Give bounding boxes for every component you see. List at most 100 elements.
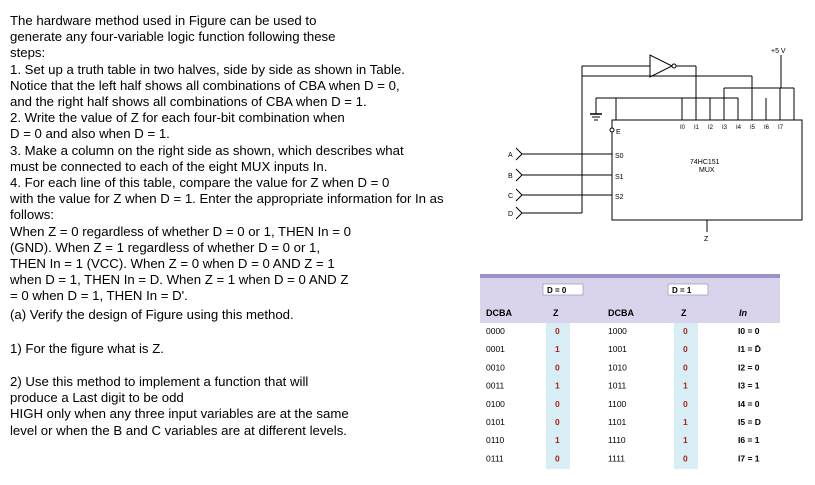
table-cell-z1: 0 bbox=[683, 399, 688, 409]
table-cell-dcba1: 1001 bbox=[608, 344, 627, 354]
output-label: Z bbox=[704, 236, 709, 243]
intro-line: and the right half shows all combination… bbox=[10, 94, 367, 110]
table-cell-dcba0: 0101 bbox=[486, 417, 505, 427]
d1-header-box bbox=[667, 283, 709, 296]
table-cell-dcba1: 1101 bbox=[608, 417, 627, 427]
input-label: I7 bbox=[778, 125, 784, 131]
table-cell-z0: 1 bbox=[555, 344, 560, 354]
intro-line: when D = 1, THEN In = D. When Z = 1 when… bbox=[10, 272, 349, 288]
question-2-line: produce a Last digit to be odd bbox=[10, 390, 184, 406]
intro-line: 2. Write the value of Z for each four-bi… bbox=[10, 110, 345, 126]
z-column-d1 bbox=[674, 323, 698, 469]
intro-line: Notice that the left half shows all comb… bbox=[10, 77, 400, 93]
table-cell-in: I1 = D̄ bbox=[738, 344, 761, 354]
enable-bubble bbox=[609, 127, 615, 133]
table-cell-dcba1: 1111 bbox=[608, 453, 625, 463]
table-cell-z1: 1 bbox=[683, 417, 688, 427]
chip-type: MUX bbox=[699, 167, 715, 174]
intro-line: 4. For each line of this table, compare … bbox=[10, 175, 390, 191]
intro-line: The hardware method used in Figure can b… bbox=[10, 13, 317, 28]
table-row: 0010 0 1010 0 I2 = 0 bbox=[486, 362, 760, 372]
supply-label: +5 V bbox=[771, 48, 786, 55]
intro-line: D = 0 and also when D = 1. bbox=[10, 126, 170, 142]
table-cell-z1: 0 bbox=[683, 453, 688, 463]
mux-circuit-diagram: +5 V E I0 I1 I2 I3 I4 I5 I6 I7 74HC151 M… bbox=[508, 48, 803, 243]
intro-line: follows: bbox=[10, 207, 54, 223]
input-label: I4 bbox=[736, 125, 742, 131]
input-label: I6 bbox=[764, 125, 770, 131]
chip-name: 74HC151 bbox=[690, 159, 720, 166]
question-1: 1) For the figure what is Z. bbox=[10, 341, 164, 357]
intro-line: = 0 when D = 1, THEN In = D'. bbox=[10, 288, 188, 304]
table-cell-dcba0: 0000 bbox=[486, 326, 505, 336]
column-header: DCBA bbox=[486, 308, 512, 318]
input-label: I5 bbox=[750, 125, 756, 131]
column-header: Z bbox=[681, 308, 687, 318]
intro-line: THEN In = 1 (VCC). When Z = 0 when D = 0… bbox=[10, 256, 335, 272]
table-cell-z1: 1 bbox=[683, 435, 688, 445]
intro-line: When Z = 0 regardless of whether D = 0 o… bbox=[10, 223, 351, 239]
inverter-bubble bbox=[671, 63, 677, 69]
d0-header: D = 0 bbox=[547, 286, 567, 295]
table-cell-z0: 0 bbox=[555, 453, 560, 463]
table-cell-dcba1: 1011 bbox=[608, 381, 627, 391]
table-cell-dcba1: 1010 bbox=[608, 362, 627, 372]
select-label: S1 bbox=[615, 174, 624, 181]
problem-text: The hardware method used in Figure can b… bbox=[10, 13, 480, 323]
table-cell-z0: 0 bbox=[555, 326, 560, 336]
select-label: S0 bbox=[615, 153, 624, 160]
select-label: S2 bbox=[615, 194, 624, 201]
table-header-area bbox=[480, 278, 780, 323]
enable-label: E bbox=[616, 129, 621, 136]
table-row: 0001 1 1001 0 I1 = D̄ bbox=[486, 344, 761, 354]
table-cell-z1: 0 bbox=[683, 362, 688, 372]
variable-label-d: D bbox=[508, 211, 513, 218]
table-cell-in: I3 = 1 bbox=[738, 381, 760, 391]
question-2-line: 2) Use this method to implement a functi… bbox=[10, 374, 309, 389]
table-cell-in: I6 = 1 bbox=[738, 435, 760, 445]
variable-label-a: A bbox=[508, 152, 513, 159]
table-cell-in: I7 = 1 bbox=[738, 453, 760, 463]
column-header: Z bbox=[553, 308, 559, 318]
table-cell-in: I0 = 0 bbox=[738, 326, 760, 336]
table-cell-dcba0: 0001 bbox=[486, 344, 505, 354]
variable-inputs: A B C D bbox=[508, 147, 612, 220]
input-label: I0 bbox=[680, 125, 686, 131]
table-cell-dcba0: 0010 bbox=[486, 362, 505, 372]
column-header: DCBA bbox=[608, 308, 634, 318]
variable-label-c: C bbox=[508, 193, 513, 200]
table-cell-dcba0: 0100 bbox=[486, 399, 505, 409]
intro-line: with the value for Z when D = 1. Enter t… bbox=[10, 191, 444, 207]
column-headers: DCBA Z DCBA Z In bbox=[486, 308, 748, 318]
question-1-text: 1) For the figure what is Z. bbox=[10, 341, 164, 356]
table-cell-z1: 0 bbox=[683, 344, 688, 354]
column-header: In bbox=[739, 308, 748, 318]
table-cell-z0: 0 bbox=[555, 362, 560, 372]
mux-chip-body bbox=[611, 119, 803, 221]
intro-line: 1. Set up a truth table in two halves, s… bbox=[10, 61, 405, 77]
z-column-d0 bbox=[546, 323, 570, 469]
table-cell-dcba1: 1000 bbox=[608, 326, 627, 336]
table-top-band bbox=[480, 274, 780, 278]
question-2-line: level or when the B and C variables are … bbox=[10, 422, 347, 438]
intro-line: must be connected to each of the eight M… bbox=[10, 158, 328, 174]
table-cell-z0: 1 bbox=[555, 381, 560, 391]
chip-input-labels: I0 I1 I2 I3 I4 I5 I6 I7 bbox=[680, 125, 784, 131]
variable-label-b: B bbox=[508, 173, 513, 180]
input-label: I2 bbox=[708, 125, 714, 131]
d0-header-box bbox=[542, 283, 584, 296]
table-cell-z0: 1 bbox=[555, 435, 560, 445]
table-cell-dcba1: 1110 bbox=[608, 435, 626, 445]
table-cell-in: I2 = 0 bbox=[738, 362, 760, 372]
question-2-line: HIGH only when any three input variables… bbox=[10, 406, 349, 422]
question-2: 2) Use this method to implement a functi… bbox=[10, 374, 349, 439]
table-cell-z1: 0 bbox=[683, 326, 688, 336]
table-cell-z0: 0 bbox=[555, 399, 560, 409]
intro-line: steps: bbox=[10, 45, 46, 61]
